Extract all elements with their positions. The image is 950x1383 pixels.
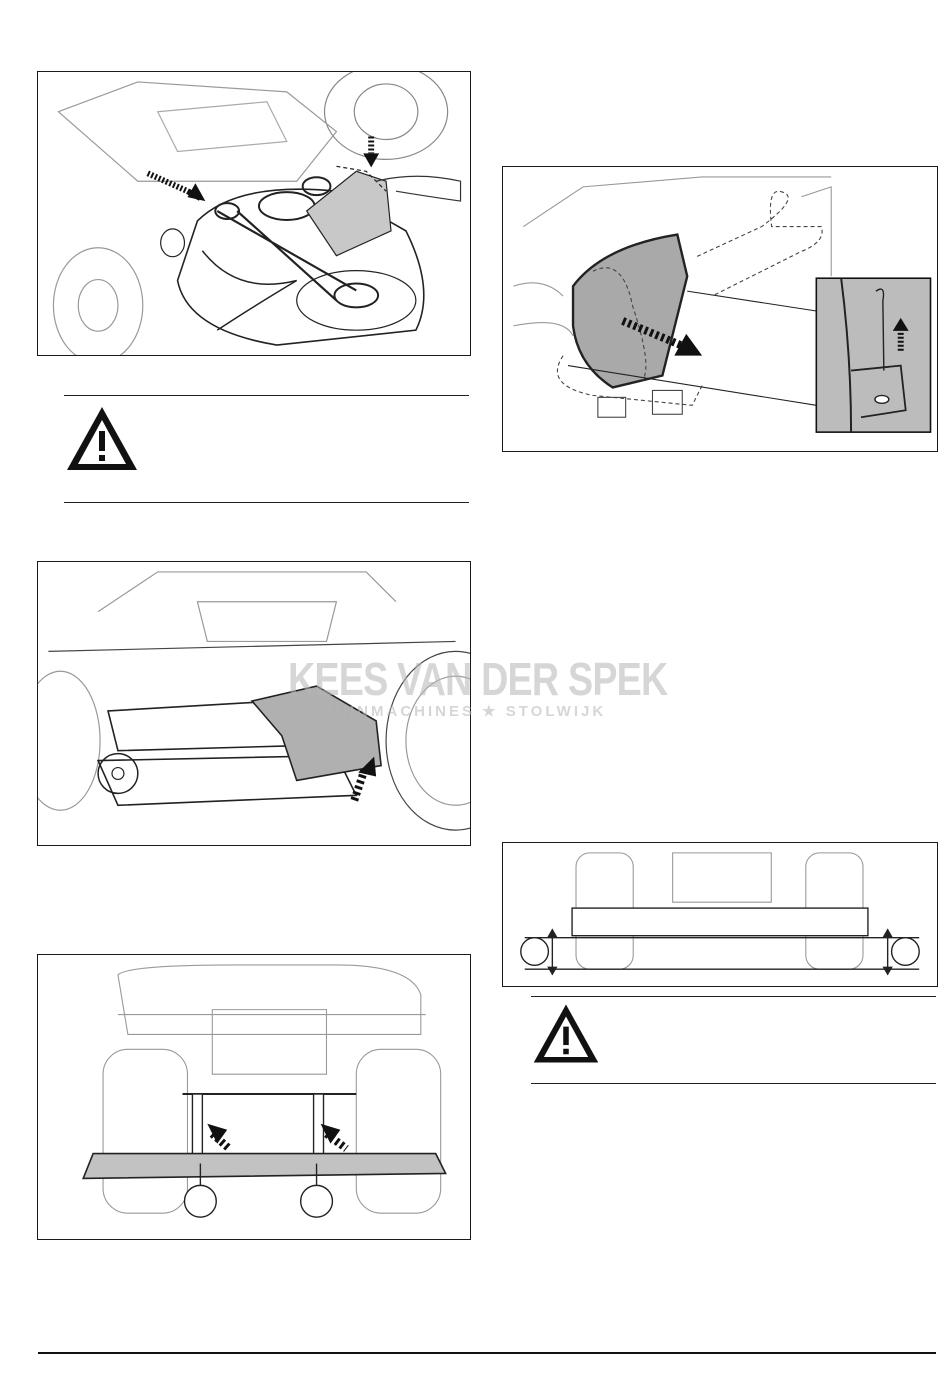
warning-block-2 [531,996,936,1084]
footer-rule [38,1352,936,1354]
figure-belt-cover [37,71,471,356]
warning-triangle-icon [531,1001,601,1067]
belt-guard-illustration [503,167,937,451]
warning-triangle-icon [64,404,140,474]
deck-height-illustration [503,843,937,986]
belt-cover-illustration [38,72,470,355]
figure-deck-front [37,954,471,1240]
deck-front-illustration [38,955,470,1239]
warning-block-1 [64,395,469,503]
deck-side-illustration [38,562,470,845]
figure-deck-height [502,842,938,987]
figure-belt-guard [502,166,938,452]
figure-deck-side [37,561,471,846]
